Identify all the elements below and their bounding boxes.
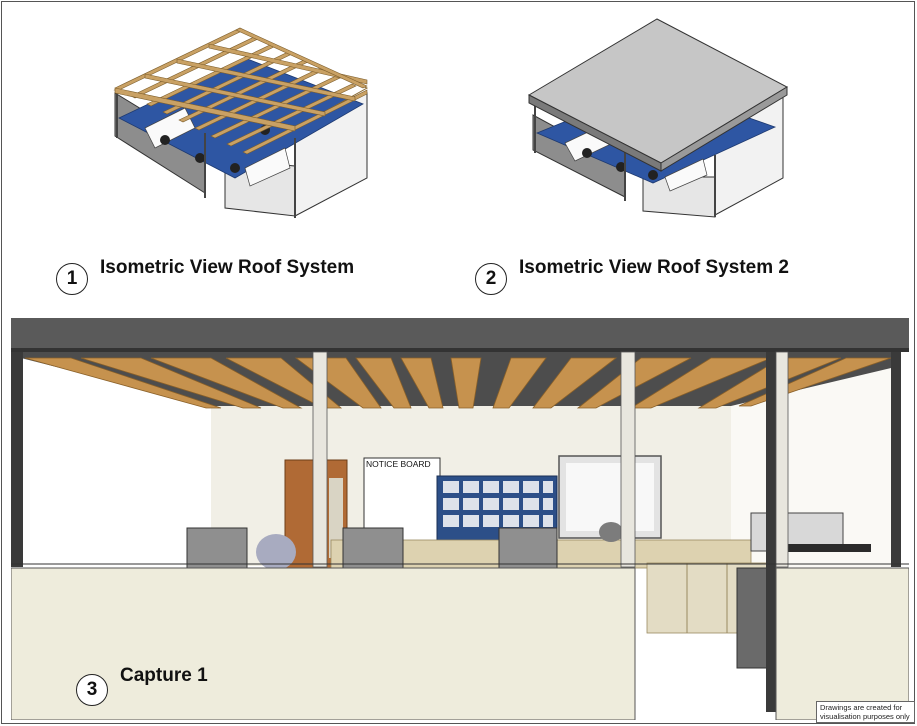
view-number-badge-3: 3 bbox=[76, 674, 108, 706]
notice-board-label: NOTICE BOARD bbox=[366, 459, 431, 469]
view-title-2: Isometric View Roof System 2 bbox=[519, 257, 789, 278]
view-2-isometric-roof-slab bbox=[525, 15, 795, 225]
view-1-isometric-roof-framing bbox=[105, 18, 375, 228]
view-title-1: Isometric View Roof System bbox=[100, 257, 355, 278]
disclaimer-note: Drawings are created for visualisation p… bbox=[816, 701, 915, 723]
view-title-3: Capture 1 bbox=[120, 665, 208, 686]
view-3-interior-capture bbox=[11, 318, 909, 720]
view-number-badge-2: 2 bbox=[475, 263, 507, 295]
view-number-badge-1: 1 bbox=[56, 263, 88, 295]
